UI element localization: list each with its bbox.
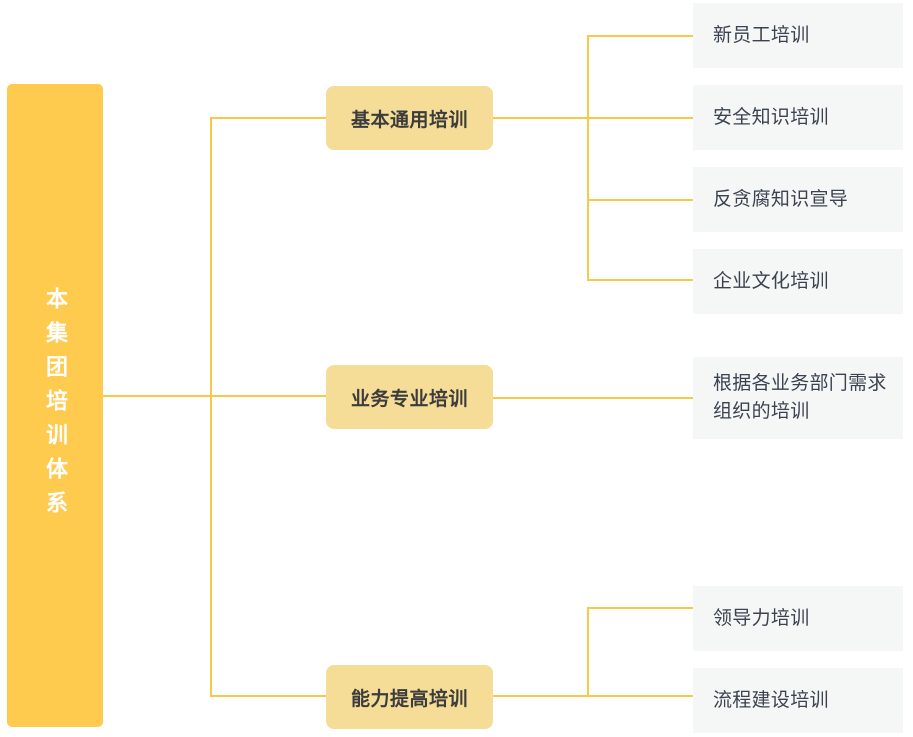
leaf-node-label: 企业文化培训 bbox=[713, 270, 829, 292]
branch-node-capability-training[interactable]: 能力提高培训 bbox=[326, 665, 493, 729]
branch-node-label: 能力提高培训 bbox=[350, 688, 468, 710]
connector-branch-1-child-4 bbox=[587, 279, 693, 281]
leaf-node-safety-knowledge[interactable]: 安全知识培训 bbox=[693, 85, 903, 150]
connector-branch-1-child-2 bbox=[587, 117, 693, 119]
connector-branch-3-stem bbox=[493, 695, 589, 697]
connector-trunk-to-branch-1 bbox=[210, 117, 328, 119]
leaf-node-leadership[interactable]: 领导力培训 bbox=[693, 586, 903, 651]
connector-main-trunk bbox=[210, 117, 212, 697]
branch-node-professional-training[interactable]: 业务专业培训 bbox=[326, 365, 493, 429]
leaf-node-corporate-culture[interactable]: 企业文化培训 bbox=[693, 249, 903, 314]
branch-node-general-training[interactable]: 基本通用培训 bbox=[326, 86, 493, 150]
branch-node-label: 业务专业培训 bbox=[350, 388, 468, 410]
leaf-node-label: 新员工培训 bbox=[713, 24, 810, 46]
connector-branch-2-child-1 bbox=[493, 397, 693, 399]
connector-branch-3-child-2 bbox=[587, 695, 693, 697]
connector-root-stem bbox=[103, 395, 212, 397]
leaf-node-label: 根据各业务部门需求组织的培训 bbox=[713, 373, 887, 422]
leaf-node-anti-corruption[interactable]: 反贪腐知识宣导 bbox=[693, 167, 903, 232]
leaf-node-department-demand[interactable]: 根据各业务部门需求组织的培训 bbox=[693, 357, 903, 439]
connector-branch-3-child-1 bbox=[587, 607, 693, 609]
root-node-training-system[interactable]: 本集团培训体系 bbox=[7, 84, 103, 727]
leaf-node-label: 领导力培训 bbox=[713, 607, 810, 629]
connector-trunk-to-branch-3 bbox=[210, 695, 328, 697]
connector-branch-1-child-1 bbox=[587, 35, 693, 37]
leaf-node-label: 流程建设培训 bbox=[713, 689, 829, 711]
leaf-node-process-construction[interactable]: 流程建设培训 bbox=[693, 668, 903, 733]
connector-branch-1-child-trunk bbox=[587, 35, 589, 281]
root-node-label: 本集团培训体系 bbox=[43, 286, 68, 525]
connector-branch-3-child-trunk bbox=[587, 607, 589, 697]
leaf-node-label: 安全知识培训 bbox=[713, 106, 829, 128]
connector-trunk-to-branch-2 bbox=[210, 395, 328, 397]
leaf-node-new-employee[interactable]: 新员工培训 bbox=[693, 3, 903, 68]
connector-branch-1-stem bbox=[493, 117, 589, 119]
leaf-node-label: 反贪腐知识宣导 bbox=[713, 188, 849, 210]
branch-node-label: 基本通用培训 bbox=[350, 109, 468, 131]
connector-branch-1-child-3 bbox=[587, 199, 693, 201]
